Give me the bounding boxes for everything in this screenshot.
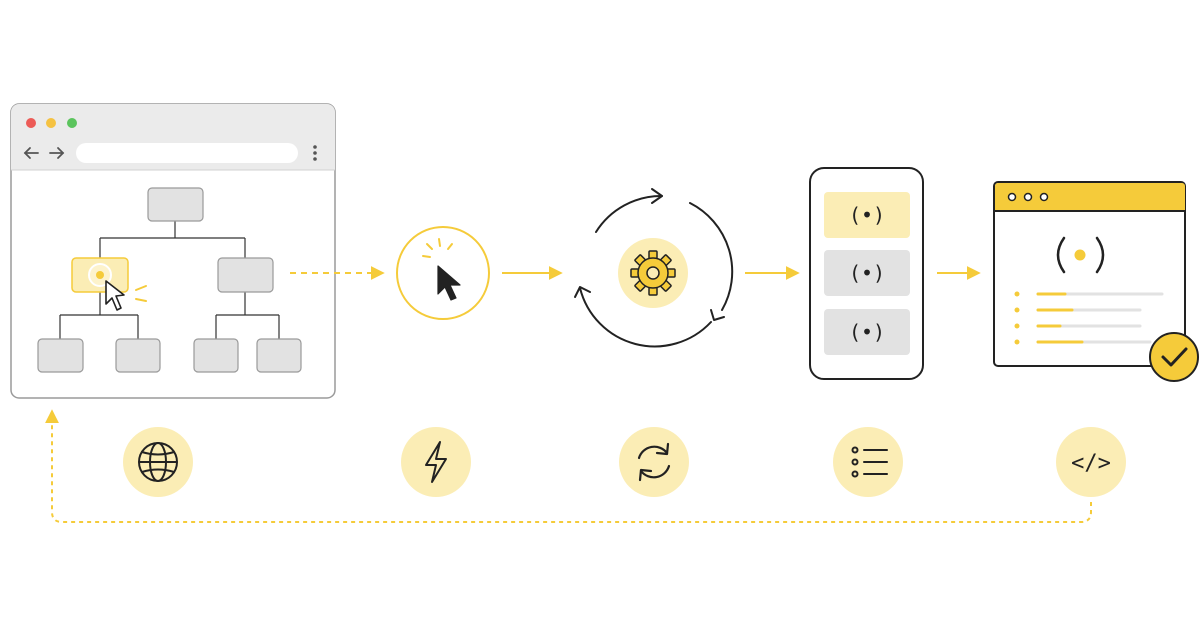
output-lines xyxy=(1014,291,1164,345)
code-glyph: </> xyxy=(1071,451,1111,476)
tree-node-leaf[interactable] xyxy=(193,338,239,373)
globe-icon[interactable] xyxy=(123,427,193,497)
tree-connectors xyxy=(59,221,280,339)
tree-node-root[interactable] xyxy=(147,187,204,222)
signal-glyph: (•) xyxy=(849,261,885,285)
queue-item[interactable] xyxy=(824,309,910,355)
phone-queue: (•) (•) (•) xyxy=(809,167,924,380)
browser-window xyxy=(10,103,336,399)
queue-item-active[interactable] xyxy=(824,192,910,238)
tree-node-leaf[interactable] xyxy=(115,338,161,373)
close-dot-icon[interactable] xyxy=(26,118,36,128)
click-spark-icon xyxy=(422,238,453,258)
code-icon[interactable]: </> xyxy=(1056,427,1126,497)
checkmark-badge-icon xyxy=(1149,332,1199,382)
minimize-dot-icon[interactable] xyxy=(46,118,56,128)
signal-icon xyxy=(1056,236,1105,274)
signal-glyph: (•) xyxy=(849,320,885,344)
process-cycle xyxy=(574,188,734,348)
refresh-icon[interactable] xyxy=(619,427,689,497)
maximize-dot-icon[interactable] xyxy=(67,118,77,128)
tree-node-leaf[interactable] xyxy=(256,338,302,373)
tree-node-right[interactable] xyxy=(217,257,274,293)
gear-icon xyxy=(630,250,676,296)
output-window xyxy=(993,181,1199,382)
lightning-icon[interactable] xyxy=(401,427,471,497)
back-arrow-icon[interactable] xyxy=(23,147,39,159)
signal-glyph: (•) xyxy=(849,203,885,227)
address-bar[interactable] xyxy=(76,143,298,163)
cursor-icon xyxy=(105,280,125,311)
tree-node-leaf[interactable] xyxy=(37,338,84,373)
feedback-loop-arrow xyxy=(45,409,1092,523)
kebab-menu-icon[interactable] xyxy=(313,145,317,161)
forward-arrow-icon[interactable] xyxy=(49,147,65,159)
window-dot-icon xyxy=(1007,192,1017,202)
window-dot-icon xyxy=(1039,192,1049,202)
click-spark-icon xyxy=(135,285,147,302)
list-icon[interactable] xyxy=(833,427,903,497)
queue-item[interactable] xyxy=(824,250,910,296)
cursor-icon xyxy=(437,265,461,301)
window-dot-icon xyxy=(1023,192,1033,202)
click-stage xyxy=(396,226,490,320)
